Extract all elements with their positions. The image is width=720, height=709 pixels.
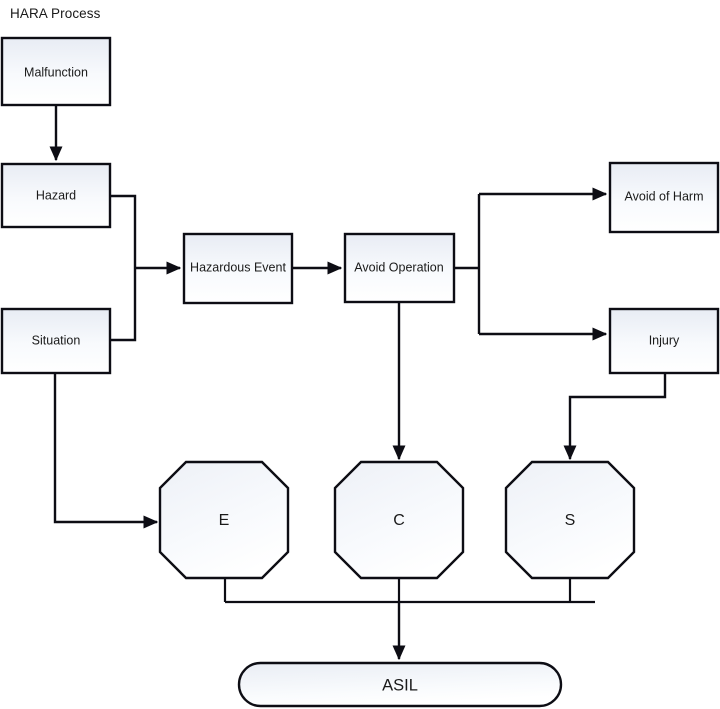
node-injury-label: Injury [649,333,680,347]
node-hazardous-event-label: Hazardous Event [190,260,286,274]
node-hazard-box[interactable] [0,162,112,229]
node-c-octagon[interactable] [333,460,465,580]
node-hazard[interactable]: Hazard [0,162,112,229]
node-malfunction-box[interactable] [0,36,112,107]
edge-injury-to-s [563,373,667,461]
node-e-octagon[interactable] [158,460,290,580]
edge-situation-to-junction [110,268,137,342]
node-avoid-operation-box[interactable] [343,232,456,304]
node-situation-label: Situation [32,333,81,347]
node-situation-box[interactable] [0,307,112,375]
node-hazard-label: Hazard [36,188,76,202]
node-avoid-operation-label: Avoid Operation [354,260,443,274]
node-injury[interactable]: Injury [608,307,720,375]
diagram-title: HARA Process [10,6,101,21]
node-injury-box[interactable] [608,307,720,375]
node-e-label: E [219,512,230,529]
node-avoid-of-harm[interactable]: Avoid of Harm [608,161,720,234]
node-avoid-of-harm-box[interactable] [608,161,720,234]
edge-situation-to-e [53,373,159,529]
node-asil[interactable]: ASIL [237,661,563,708]
node-c[interactable]: C [333,460,465,580]
node-malfunction[interactable]: Malfunction [0,36,112,107]
node-avoid-operation[interactable]: Avoid Operation [343,232,456,304]
node-avoid-of-harm-label: Avoid of Harm [625,189,704,203]
node-asil-label: ASIL [382,676,418,694]
node-asil-shape[interactable] [237,661,563,708]
node-malfunction-label: Malfunction [24,65,88,79]
node-s-octagon[interactable] [504,460,636,580]
edge-hazard-to-junction [110,194,137,268]
node-c-label: C [393,512,405,529]
node-situation[interactable]: Situation [0,307,112,375]
node-hazardous-event[interactable]: Hazardous Event [182,232,294,305]
node-s-label: S [565,512,576,529]
node-s[interactable]: S [504,460,636,580]
node-e[interactable]: E [158,460,290,580]
node-hazardous-event-box[interactable] [182,232,294,305]
